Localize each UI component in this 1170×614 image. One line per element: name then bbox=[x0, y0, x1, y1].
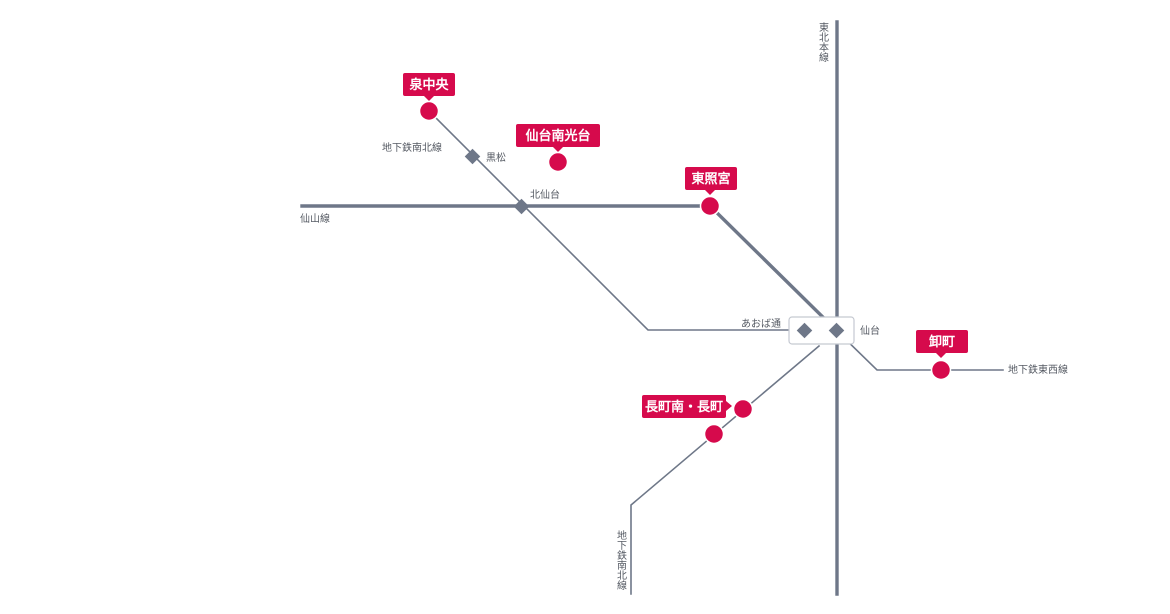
station-izumichuo[interactable]: 泉中央 bbox=[403, 73, 455, 122]
namboku-line bbox=[427, 109, 807, 331]
toshogu-pointer bbox=[705, 190, 715, 195]
namboku-line-label-bottom: 地下鉄南北線 bbox=[615, 529, 627, 590]
kuromatsu-diamond bbox=[464, 148, 481, 165]
oroshimachi-tag bbox=[916, 330, 968, 353]
sendaiminamikodai-pointer bbox=[553, 147, 563, 152]
izumichuo-pointer bbox=[424, 96, 434, 101]
kitasendai-diamond bbox=[513, 198, 530, 215]
oroshimachi-name: 卸町 bbox=[929, 334, 955, 350]
nagamachi-name: 長町南・長町 bbox=[645, 399, 723, 415]
namboku-line-label-top: 地下鉄南北線 bbox=[382, 141, 442, 154]
nagamachi-dot-south bbox=[703, 423, 725, 445]
nagamachi-dot-north bbox=[732, 398, 754, 420]
izumichuo-tag bbox=[403, 73, 455, 96]
sendaiminamikodai-tag bbox=[516, 124, 600, 147]
nagamachi-pointer bbox=[726, 401, 732, 411]
tozai-line-label: 地下鉄東西線 bbox=[1008, 363, 1068, 376]
kitasendai-label: 北仙台 bbox=[530, 188, 560, 201]
sendaiminamikodai-dot bbox=[547, 151, 569, 173]
aobadori-label: あおば通 bbox=[741, 318, 781, 330]
station-sendaiminamikodai[interactable]: 仙台南光台 bbox=[516, 124, 600, 173]
izumichuo-name: 泉中央 bbox=[409, 77, 449, 93]
toshogu-dot bbox=[699, 195, 721, 217]
namboku-line-south bbox=[630, 344, 821, 595]
toshogu-name: 東照宮 bbox=[691, 171, 730, 187]
sendai-label: 仙台 bbox=[860, 324, 880, 337]
station-oroshimachi[interactable]: 卸町 bbox=[916, 330, 968, 381]
toshogu-tag bbox=[685, 167, 737, 190]
oroshimachi-pointer bbox=[936, 353, 946, 358]
station-nagamachi[interactable]: 長町南・長町 bbox=[642, 395, 754, 445]
tohoku-line-label: 東北本線 bbox=[817, 21, 829, 62]
sendaiminamikodai-name: 仙台南光台 bbox=[525, 128, 590, 144]
toshogu-sendai-line bbox=[707, 203, 840, 334]
oroshimachi-dot bbox=[930, 359, 952, 381]
kuromatsu-label: 黒松 bbox=[486, 151, 506, 164]
nagamachi-tag bbox=[642, 395, 726, 418]
station-toshogu[interactable]: 東照宮 bbox=[685, 167, 737, 217]
izumichuo-dot bbox=[418, 100, 440, 122]
senzan-line-label: 仙山線 bbox=[300, 212, 330, 225]
